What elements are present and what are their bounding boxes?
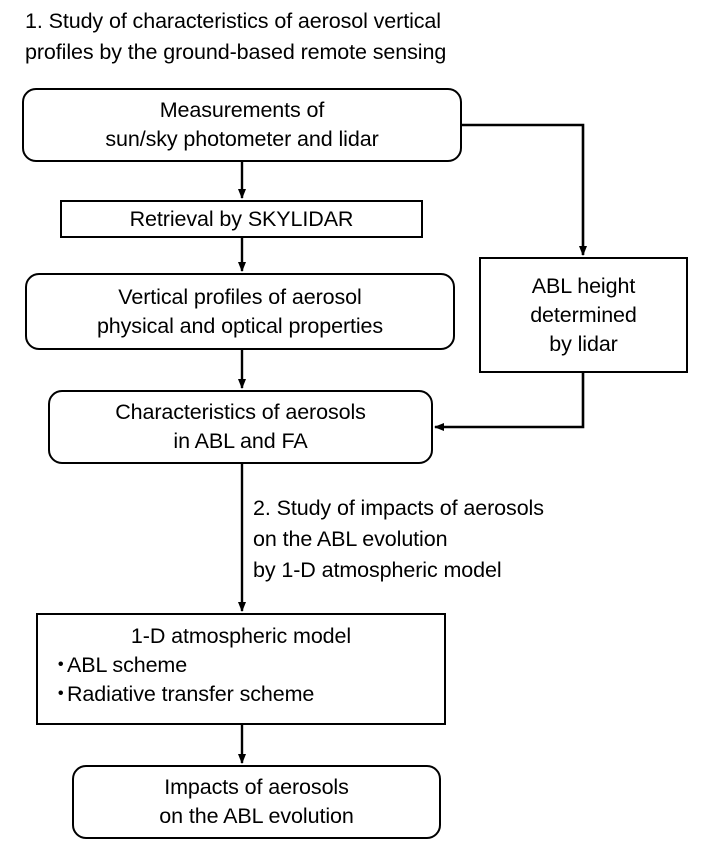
bullet-dot-icon: ・ (50, 653, 72, 677)
node-model-bullet-1: ・ABL scheme (38, 651, 444, 680)
node-abl-height-line-3: by lidar (549, 331, 618, 356)
bullet-dot-icon: ・ (50, 682, 72, 706)
node-characteristics-line-2: in ABL and FA (173, 429, 308, 453)
node-abl-height-line-1: ABL height (531, 273, 636, 298)
node-characteristics[interactable]: Characteristics of aerosols in ABL and F… (48, 390, 433, 464)
node-retrieval-line-1: Retrieval by SKYLIDAR (129, 206, 354, 231)
node-measurements-line-2: sun/sky photometer and lidar (105, 127, 379, 151)
node-model-bullet-2: ・Radiative transfer scheme (38, 680, 444, 709)
connector-abl-height-to-characteristics (434, 373, 585, 431)
node-impacts-line-2: on the ABL evolution (159, 804, 354, 828)
node-measurements-line-1: Measurements of (159, 98, 325, 122)
connector-measurements-to-abl-height (462, 123, 587, 256)
node-abl-height-line-2: determined (530, 302, 637, 327)
node-retrieval[interactable]: Retrieval by SKYLIDAR (60, 200, 423, 238)
node-impacts[interactable]: Impacts of aerosols on the ABL evolution (72, 765, 441, 839)
node-model-bullet-1-label: ABL scheme (67, 653, 188, 677)
section-heading-1: 1. Study of characteristics of aerosol v… (25, 9, 447, 64)
node-vertical-profiles-line-1: Vertical profiles of aerosol (118, 284, 362, 309)
node-vertical-profiles[interactable]: Vertical profiles of aerosol physical an… (25, 273, 455, 350)
node-model[interactable]: 1-D atmospheric model ・ABL scheme ・Radia… (36, 613, 446, 725)
node-model-bullet-2-label: Radiative transfer scheme (67, 682, 315, 706)
node-measurements[interactable]: Measurements of sun/sky photometer and l… (22, 88, 462, 162)
node-model-heading: 1-D atmospheric model (130, 624, 352, 648)
node-characteristics-line-1: Characteristics of aerosols (115, 400, 366, 424)
section-heading-2: 2. Study of impacts of aerosols on the A… (253, 496, 544, 582)
node-vertical-profiles-line-2: physical and optical properties (96, 313, 384, 338)
node-abl-height[interactable]: ABL height determined by lidar (479, 257, 688, 373)
node-impacts-line-1: Impacts of aerosols (164, 775, 349, 799)
